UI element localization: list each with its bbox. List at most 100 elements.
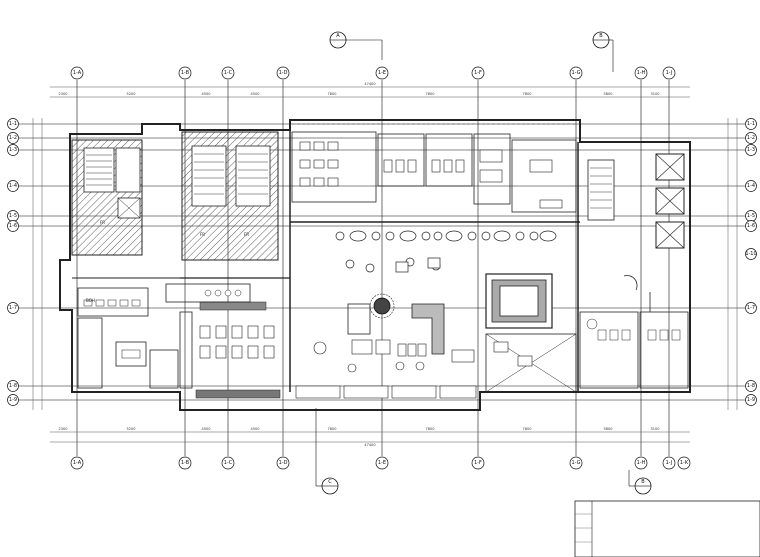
svg-text:5800: 5800 — [604, 427, 613, 431]
bottom-grid-bubbles: 1-A 1-B 1-C 1-D 1-E 1-F 1-G 1-H 1-J 1-K — [70, 456, 691, 470]
grid-bubble-col: 1-J — [662, 456, 676, 470]
grid-bubble-col: 1-B — [178, 66, 192, 80]
grid-bubble-row: 1-3 — [7, 144, 19, 156]
title-block — [574, 500, 760, 557]
svg-text:3100: 3100 — [651, 92, 660, 96]
svg-text:1-2: 1-2 — [9, 135, 17, 141]
section-callout-top-right: B — [592, 31, 614, 72]
svg-text:1-J: 1-J — [666, 460, 673, 466]
right-grid-bubbles: 1-1 1-2 1-3 1-4 1-5 1-6 1-10 1-7 1-8 1-9 — [745, 118, 757, 406]
svg-text:1-6: 1-6 — [9, 223, 17, 229]
svg-text:5800: 5800 — [604, 92, 613, 96]
grid-bubble-row: 1-8 — [7, 380, 19, 392]
svg-text:1-H: 1-H — [637, 70, 646, 76]
grid-bubble-row: 1-8 — [745, 380, 757, 392]
hatched-cores — [71, 131, 279, 261]
dimension-strings-side — [32, 118, 738, 410]
svg-text:B: B — [599, 33, 603, 39]
svg-text:1-E: 1-E — [378, 460, 386, 466]
svg-text:1-D: 1-D — [279, 460, 288, 466]
section-callout-bottom-right: B — [628, 470, 652, 495]
svg-text:1-B: 1-B — [181, 70, 190, 76]
svg-text:5200: 5200 — [127, 92, 136, 96]
svg-text:47400: 47400 — [364, 443, 375, 447]
svg-text:1-7: 1-7 — [747, 305, 755, 311]
top-rooms — [291, 123, 577, 213]
svg-text:47400: 47400 — [364, 82, 375, 86]
building-outline — [59, 119, 691, 411]
svg-text:1-A: 1-A — [73, 460, 82, 466]
grid-bubble-col: 1-C — [221, 66, 235, 80]
svg-text:1-C: 1-C — [224, 460, 233, 466]
grid-bubble-col: 1-H — [634, 456, 648, 470]
svg-text:1-H: 1-H — [637, 460, 646, 466]
svg-text:3100: 3100 — [651, 427, 660, 431]
grid-bubble-row: 1-4 — [7, 180, 19, 192]
grid-bubble-row: 1-9 — [7, 394, 19, 406]
svg-text:7800: 7800 — [523, 427, 532, 431]
grid-bubble-col: 1-F — [471, 456, 485, 470]
room-label: FR — [100, 220, 105, 225]
grid-bubble-col: 1-G — [569, 456, 583, 470]
svg-text:7800: 7800 — [426, 427, 435, 431]
grid-bubble-row: 1-5 — [745, 210, 757, 222]
grid-bubble-col: 1-A — [70, 456, 84, 470]
svg-text:7800: 7800 — [328, 427, 337, 431]
svg-text:1-5: 1-5 — [9, 213, 17, 219]
svg-text:1-D: 1-D — [279, 70, 288, 76]
svg-text:1-K: 1-K — [680, 460, 689, 466]
svg-text:1-4: 1-4 — [747, 183, 755, 189]
svg-text:1-B: 1-B — [181, 460, 190, 466]
grid-bubble-row: 1-6 — [7, 220, 19, 232]
grid-bubble-row: 1-7 — [7, 302, 19, 314]
kitchen-boh — [77, 283, 251, 389]
grid-bubble-row: 1-9 — [745, 394, 757, 406]
dining-area — [179, 301, 477, 399]
svg-text:1-9: 1-9 — [747, 397, 755, 403]
svg-text:1-3: 1-3 — [747, 147, 755, 153]
svg-text:1-8: 1-8 — [9, 383, 17, 389]
svg-text:7800: 7800 — [328, 92, 337, 96]
svg-text:B: B — [641, 479, 645, 485]
grid-bubble-row: 1-3 — [745, 144, 757, 156]
room-labels: BOH FR FR FR — [86, 220, 249, 303]
svg-text:C: C — [328, 479, 332, 485]
grid-bubble-col: 1-H — [634, 66, 648, 80]
grid-bubble-col: 1-A — [70, 66, 84, 80]
svg-text:4500: 4500 — [251, 427, 260, 431]
svg-text:1-E: 1-E — [378, 70, 386, 76]
grid-bubble-col: 1-J — [662, 66, 676, 80]
svg-text:1-8: 1-8 — [747, 383, 755, 389]
svg-text:1-C: 1-C — [224, 70, 233, 76]
grid-bubble-row: 1-10 — [745, 248, 757, 260]
top-grid-bubbles: 1-A 1-B 1-C 1-D 1-E 1-F 1-G 1-H 1-J — [70, 66, 676, 80]
grid-bubble-col: 1-E — [375, 456, 389, 470]
svg-text:4500: 4500 — [251, 92, 260, 96]
dimension-strings-bottom: 2300 5200 4500 4500 7800 7800 7800 5800 … — [50, 427, 690, 447]
svg-text:2300: 2300 — [59, 427, 68, 431]
grid-bubble-row: 1-2 — [7, 132, 19, 144]
svg-text:5200: 5200 — [127, 427, 136, 431]
grid-bubble-row: 1-4 — [745, 180, 757, 192]
svg-text:1-3: 1-3 — [9, 147, 17, 153]
room-label: FR — [244, 232, 249, 237]
grid-bubble-col: 1-E — [375, 66, 389, 80]
svg-text:1-F: 1-F — [474, 460, 482, 466]
section-callout-bottom: C — [315, 408, 339, 495]
svg-text:1-4: 1-4 — [9, 183, 17, 189]
section-callout-top: A — [329, 31, 383, 60]
grid-bubble-row: 1-2 — [745, 132, 757, 144]
svg-text:1-A: 1-A — [73, 70, 82, 76]
room-label: BOH — [86, 298, 95, 303]
svg-text:4500: 4500 — [202, 92, 211, 96]
grid-bubble-row: 1-1 — [745, 118, 757, 130]
lounge-booths — [485, 273, 577, 393]
grid-bubble-col: 1-B — [178, 456, 192, 470]
svg-text:1-1: 1-1 — [9, 121, 17, 127]
svg-text:1-G: 1-G — [571, 70, 580, 76]
grid-bubble-row: 1-5 — [7, 210, 19, 222]
svg-text:1-G: 1-G — [571, 460, 580, 466]
svg-text:A: A — [336, 33, 340, 39]
grid-bubble-row: 1-6 — [745, 220, 757, 232]
right-wing-rooms — [579, 275, 689, 389]
